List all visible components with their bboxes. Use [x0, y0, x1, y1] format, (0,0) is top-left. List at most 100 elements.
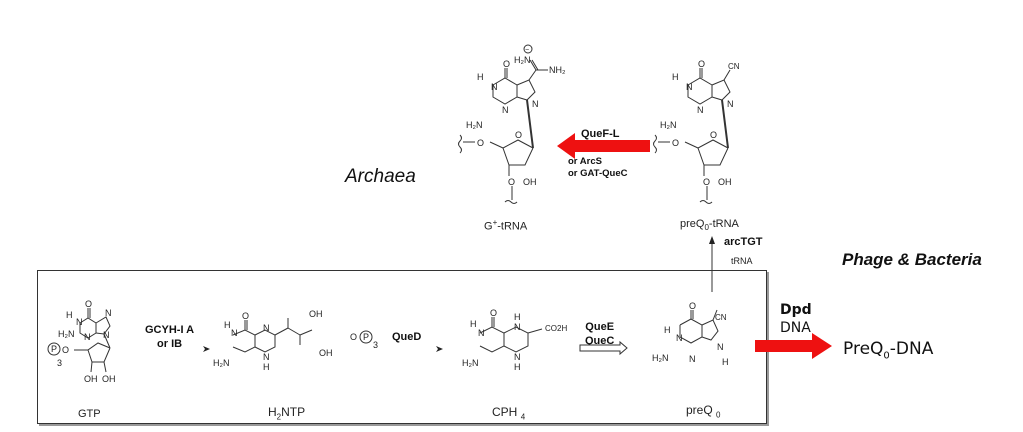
h2ntp-atom-h2n: H₂N: [213, 358, 230, 368]
phosphate-circle-h2ntp: [359, 330, 373, 344]
cph4-atom-co2h: CO2H: [545, 324, 567, 333]
enzyme-label-quef-l: QueF-L: [581, 128, 620, 140]
structure-gtp: [74, 308, 111, 373]
structure-preq0-trna: [653, 68, 731, 204]
arrow-cph4-to-preq0: [579, 340, 628, 356]
preq0-dna-rest: -DNA: [889, 339, 934, 359]
structure-h2ntp-atoms: O H N H₂N N N H OH OH O P 3: [213, 309, 378, 372]
h2ntp-atom-p: P: [363, 332, 369, 342]
structure-g-plus-trna: [458, 59, 548, 204]
compound-label-preq0-dna: PreQ0-DNA: [843, 339, 933, 361]
enzyme-substrate-dna: DNA: [780, 320, 811, 336]
gtp-atom-n7: N: [105, 308, 112, 318]
g-plus-atom-n3: N: [502, 105, 509, 115]
negative-charge-circle: [523, 44, 533, 54]
g-plus-trna-sup: +: [492, 218, 498, 227]
structure-gtp-atoms: O H N N H₂N N N P O 3 OH OH: [51, 299, 116, 384]
compound-label-h2ntp: H2NTP: [268, 405, 305, 421]
g-plus-atom-h2n-ring: H₂N: [466, 120, 483, 130]
structure-h2ntp: [232, 318, 313, 353]
gtp-atom-p: P: [51, 344, 57, 354]
h2ntp-atom-n2: N: [263, 323, 270, 333]
preq0-atom-h9: H: [722, 357, 729, 367]
gtp-atom-o5: O: [62, 345, 69, 355]
structure-preq0-atoms: O CN H N H₂N N N H: [652, 301, 729, 367]
preq0-trna-atom-cn: CN: [728, 62, 740, 71]
arrow-arctgt-head: [709, 236, 715, 244]
region-label-archaea: Archaea: [345, 166, 416, 187]
preq0-sub: 0: [716, 410, 721, 420]
preq0-atom-n9: N: [717, 342, 724, 352]
preq0-trna-atom-h: H: [672, 72, 679, 82]
preq0-dna-sub: 0: [883, 350, 890, 362]
enzyme-label-gcyh: GCYH-I A or IB: [145, 323, 194, 351]
g-plus-atom-o-ring: O: [515, 130, 522, 140]
g-plus-trna-rest: -tRNA: [497, 220, 528, 233]
preq0-trna-atom-o: O: [698, 59, 705, 69]
cph4-main: CPH: [492, 405, 518, 419]
enzyme-alt-gat-quec: or GAT-QueC: [568, 168, 628, 179]
g-plus-atom-h: H: [477, 72, 484, 82]
structure-preq0: [679, 309, 719, 344]
preq0-atom-o: O: [689, 301, 696, 311]
preq0-trna-atom-n9: N: [727, 99, 734, 109]
cph4-atom-h2n: H₂N: [462, 358, 479, 368]
h2ntp-atom-o-link: O: [350, 332, 357, 342]
compound-label-preq0: preQ 0: [686, 403, 720, 419]
preq0-atom-cn: CN: [715, 313, 727, 322]
preq0-atom-h: H: [664, 325, 671, 335]
compound-label-cph4: CPH 4: [492, 405, 525, 421]
g-plus-atom-n1: N: [491, 82, 498, 92]
enzyme-label-dpd: Dpd: [780, 302, 812, 318]
preq0-trna-rest: -tRNA: [708, 218, 739, 230]
preq0-atom-n3: N: [689, 354, 696, 364]
preq0-trna-atom-h2n: H₂N: [660, 120, 677, 130]
gtp-atom-h: H: [66, 310, 73, 320]
compound-label-g-plus-trna: G+-tRNA: [484, 218, 527, 233]
gtp-atom-oh3: OH: [102, 374, 116, 384]
g-plus-trna-main: G: [484, 220, 493, 233]
preq0-atom-h2n: H₂N: [652, 353, 669, 363]
h2ntp-sub: 2: [276, 412, 282, 422]
h2ntp-atom-three: 3: [373, 340, 378, 350]
enzyme-label-arctgt: arcTGT: [724, 236, 763, 248]
h2ntp-atom-h-bottom: H: [263, 362, 270, 372]
quec-line: QueC: [585, 335, 615, 347]
preq0-trna-atom-o3: O: [703, 177, 710, 187]
enzyme-substrate-trna: tRNA: [731, 256, 753, 266]
h2ntp-atom-oh2: OH: [319, 348, 333, 358]
preq0-dna-main: PreQ: [843, 339, 884, 359]
g-plus-atom-n9: N: [532, 99, 539, 109]
red-arrow-quef-l: [557, 133, 650, 159]
preq0-trna-main: preQ: [680, 218, 705, 230]
h2ntp-atom-h: H: [224, 320, 231, 330]
gtp-atom-oh2: OH: [84, 374, 98, 384]
preq0-trna-atom-oh: OH: [718, 177, 732, 187]
g-plus-atom-nh2: NH₂: [549, 65, 566, 75]
arrow-gtp-to-h2ntp: [203, 346, 210, 352]
g-plus-atom-o3: O: [508, 177, 515, 187]
g-plus-atom-o5: O: [477, 138, 484, 148]
g-plus-atom-o: O: [503, 59, 510, 69]
preq0-main: preQ: [686, 403, 713, 417]
red-arrow-dpd: [755, 333, 832, 359]
compound-label-gtp: GTP: [78, 408, 101, 420]
h2ntp-atom-o: O: [242, 311, 249, 321]
quee-line: QueE: [585, 321, 615, 333]
structure-cph4-atoms: O H N H₂N H N N H CO2H: [462, 308, 567, 372]
compound-label-preq0-trna: preQ0-tRNA: [680, 218, 739, 232]
preq0-trna-atom-n3: N: [697, 105, 704, 115]
enzyme-label-quee-quec: QueE QueC: [585, 320, 614, 348]
cph4-atom-n-bottom: N: [514, 352, 521, 362]
cph4-atom-h: H: [470, 319, 477, 329]
cph4-atom-n-top: N: [514, 322, 521, 332]
structure-g-plus-trna-atoms: − H₂N NH₂ O H N H₂N N N O O O OH: [466, 47, 566, 187]
phosphate-circle-gtp: [47, 342, 61, 356]
g-plus-atom-h2n: H₂N: [514, 55, 531, 65]
gtp-atom-h2n: H₂N: [58, 329, 75, 339]
cph4-sub: 4: [520, 412, 526, 422]
cph4-atom-nh-top: H: [514, 312, 521, 322]
preq0-trna-sub: 0: [704, 223, 709, 233]
h2ntp-atom-oh1: OH: [309, 309, 323, 319]
